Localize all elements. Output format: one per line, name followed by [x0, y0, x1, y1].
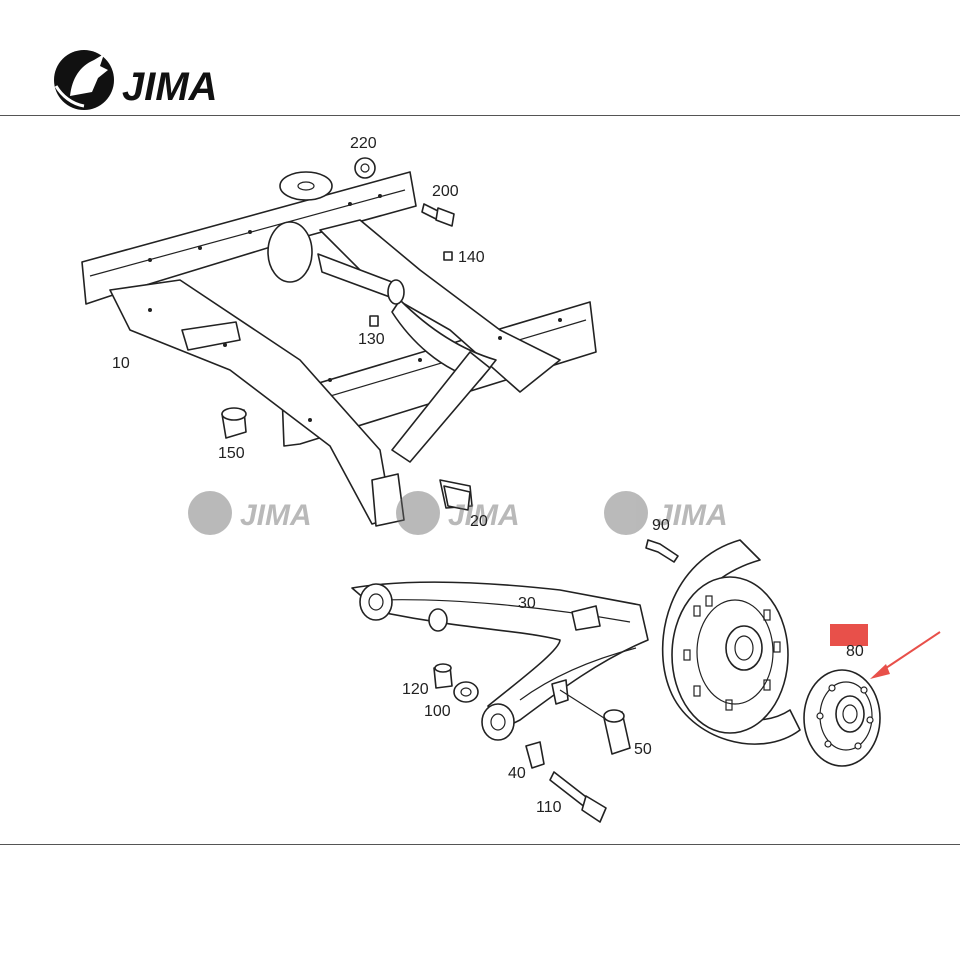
label-130: 130 [358, 331, 385, 348]
parts-diagram-frame [0, 115, 960, 845]
label-40: 40 [508, 765, 526, 782]
horse-head-icon [188, 491, 232, 535]
bracket-part-20 [443, 485, 471, 511]
watermark-2: JIMA [396, 491, 520, 535]
horse-head-icon [54, 50, 114, 110]
highlight-arrow [870, 631, 941, 679]
trailing-arm-part-30 [351, 581, 649, 741]
bushing-part-50 [559, 689, 631, 755]
label-200: 200 [432, 183, 459, 200]
washer-part-220 [354, 157, 376, 179]
highlight-marker [830, 624, 868, 646]
bolt-part-200 [421, 203, 455, 227]
label-100: 100 [424, 703, 451, 720]
label-90: 90 [652, 517, 670, 534]
brand-logo: JIMA [54, 50, 218, 110]
label-120: 120 [402, 681, 429, 698]
label-20: 20 [470, 513, 488, 530]
bushing-part-120 [433, 663, 453, 689]
clip-part-140 [443, 251, 453, 261]
label-50: 50 [634, 741, 652, 758]
label-220: 220 [350, 135, 377, 152]
header-bar: JIMA [0, 0, 960, 115]
watermark-3: JIMA [604, 491, 728, 535]
label-140: 140 [458, 249, 485, 266]
label-80: 80 [846, 643, 864, 660]
nut-part-40 [525, 741, 545, 769]
backing-plate-part-90 [645, 539, 801, 745]
label-10: 10 [112, 355, 130, 372]
bushing-part-150 [221, 407, 247, 439]
watermark-text: JIMA [448, 499, 520, 532]
watermark-text: JIMA [656, 499, 728, 532]
nut-part-130 [369, 315, 379, 327]
watermark-text: JIMA [240, 499, 312, 532]
wheel-hub-part-80 [803, 669, 881, 767]
bolt-part-110 [549, 771, 607, 823]
watermark-1: JIMA [188, 491, 312, 535]
brand-name: JIMA [122, 65, 218, 109]
label-110: 110 [536, 799, 562, 816]
horse-head-icon [604, 491, 648, 535]
bushing-part-100 [453, 681, 479, 703]
horse-head-icon [396, 491, 440, 535]
label-150: 150 [218, 445, 245, 462]
subframe-part-10 [81, 171, 597, 527]
label-30: 30 [518, 595, 536, 612]
